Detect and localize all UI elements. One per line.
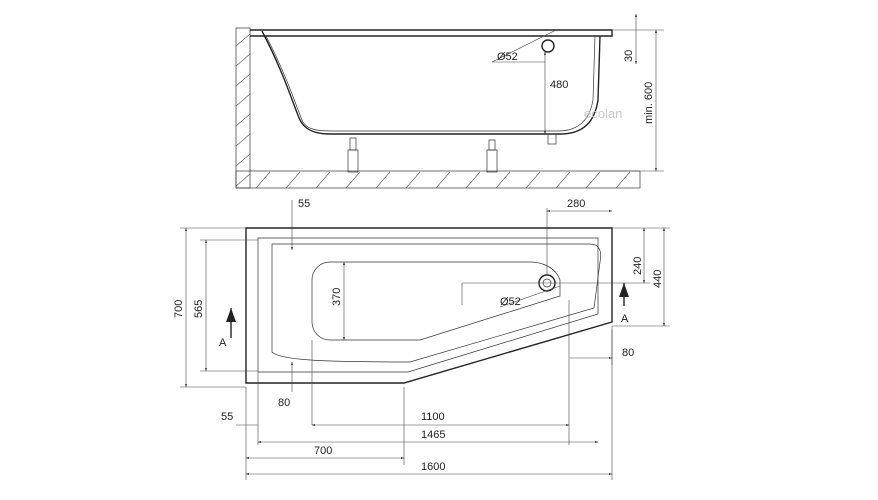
tub-inner [265, 35, 596, 132]
tub-rim [250, 29, 613, 37]
side-drain-diameter: Ø52 [497, 51, 518, 63]
top-dim-80-bottom: 80 [278, 397, 290, 409]
section-label-right: A [621, 313, 629, 325]
top-dim-1600: 1600 [421, 461, 445, 473]
top-view: Ø52 55 280 240 440 700 565 370 A A [173, 198, 670, 480]
top-drain-diameter: Ø52 [500, 296, 521, 308]
top-dim-240: 240 [632, 257, 644, 275]
watermark-logo: ecolan [584, 106, 622, 121]
side-dim-min-600: min. 600 [643, 82, 655, 124]
side-dim-30: 30 [623, 50, 635, 62]
top-dim-55-bottom: 55 [221, 411, 233, 423]
section-label-left: A [219, 337, 227, 349]
section-arrow-right [619, 283, 629, 297]
top-dim-1100: 1100 [421, 411, 445, 423]
tub-basin [271, 243, 602, 363]
top-dim-700-left: 700 [173, 300, 185, 318]
tub-legs [347, 133, 557, 173]
top-dim-370: 370 [331, 288, 343, 306]
floor [235, 170, 641, 189]
side-view: Ø52 480 30 min. 600 ecolan [235, 13, 664, 189]
tub-rim-inner [257, 237, 599, 373]
wall-hatching [235, 33, 251, 187]
top-dim-700-bottom: 700 [314, 445, 332, 457]
top-dim-1465: 1465 [421, 429, 445, 441]
floor-hatching [255, 171, 631, 189]
section-arrow-left [226, 308, 236, 322]
overflow-fitting [541, 39, 555, 53]
top-dim-440: 440 [652, 270, 664, 288]
top-dim-80-right: 80 [622, 347, 634, 359]
top-dim-565: 565 [193, 300, 205, 318]
tub-body [261, 30, 601, 135]
top-dim-55: 55 [298, 198, 310, 210]
tub-outline-top [245, 227, 613, 384]
top-dim-280: 280 [567, 198, 585, 210]
tub-floor [311, 261, 561, 341]
side-dim-480: 480 [550, 79, 568, 91]
